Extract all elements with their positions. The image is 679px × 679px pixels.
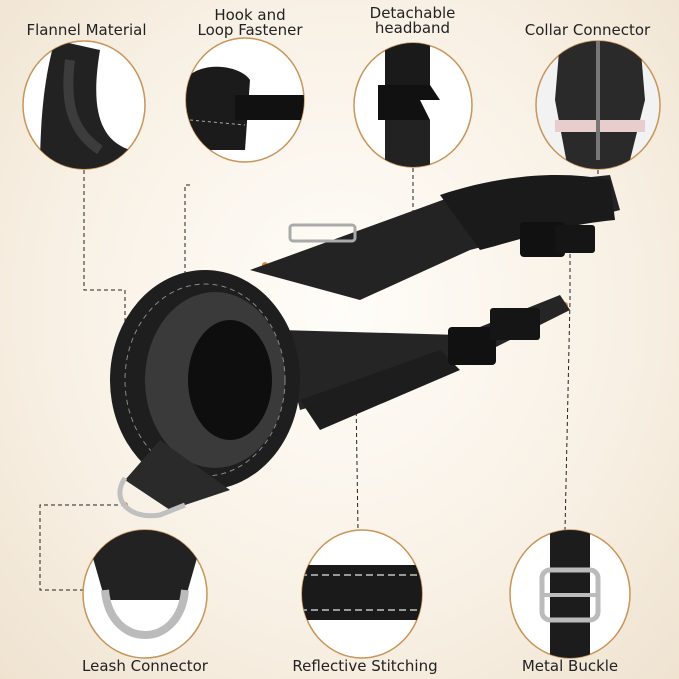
headband-detail [378, 43, 440, 167]
stitching-detail [302, 565, 422, 620]
label-flannel-material: Flannel Material [26, 21, 147, 39]
label-collar-connector: Collar Connector [524, 21, 651, 39]
collar-detail [555, 41, 645, 169]
label-line: Loop Fastener [197, 21, 303, 39]
leash-detail [85, 530, 205, 639]
fastener-detail [186, 66, 304, 150]
label-detachable-headband: Detachable headband [350, 6, 475, 36]
muzzle-product [110, 175, 620, 519]
label-leash-connector: Leash Connector [82, 657, 208, 675]
buckle-detail [539, 530, 601, 658]
label-hook-loop-fastener: Hook and Loop Fastener [180, 8, 320, 38]
label-line: headband [374, 19, 451, 37]
label-line: Detachable [369, 4, 456, 22]
flannel-detail [40, 41, 145, 169]
label-metal-buckle: Metal Buckle [521, 657, 619, 675]
label-line: Hook and [214, 6, 286, 24]
label-reflective-stitching: Reflective Stitching [292, 657, 438, 675]
